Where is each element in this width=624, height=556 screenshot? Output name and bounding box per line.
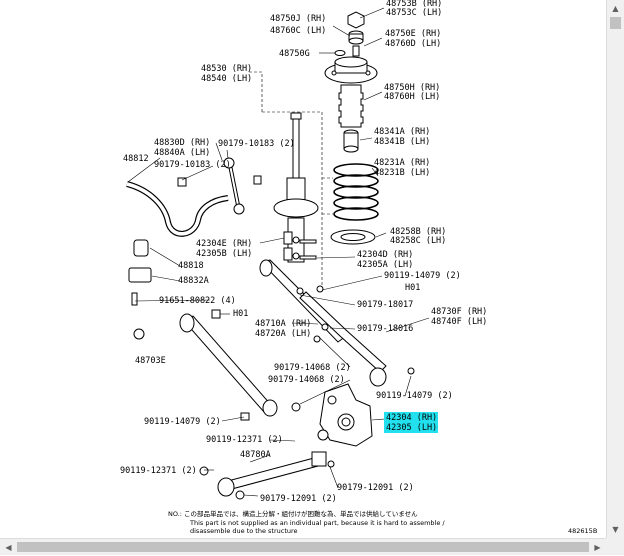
label-48540[interactable]: 48540 (LH) <box>201 74 252 84</box>
scroll-up-icon[interactable]: ▲ <box>612 4 619 13</box>
label-90179-18016[interactable]: 90179-18016 <box>357 324 413 334</box>
label-90179-14068-b[interactable]: 90179-14068 (2) <box>268 375 345 385</box>
figure-code: 482615B <box>568 527 597 535</box>
label-90119-14079-b[interactable]: 90119-14079 (2) <box>376 391 453 401</box>
label-48812[interactable]: 48812 <box>123 154 149 164</box>
label-90119-14079-c[interactable]: 90119-14079 (2) <box>144 417 221 427</box>
label-48750h[interactable]: 48750H (RH) <box>384 83 440 93</box>
label-h01-a[interactable]: H01 <box>405 283 420 293</box>
label-48258b[interactable]: 48258B (RH) <box>390 227 446 237</box>
stabilizer-bar <box>126 157 262 306</box>
label-48830d[interactable]: 48830D (RH) <box>154 138 210 148</box>
label-90119-12371-b[interactable]: 90119-12371 (2) <box>120 466 197 476</box>
label-48760c[interactable]: 48760C (LH) <box>270 26 326 36</box>
note-line-3: disassemble due to the structure <box>190 527 298 535</box>
scrollbar-corner <box>606 538 624 555</box>
label-90119-12371-a[interactable]: 90119-12371 (2) <box>206 435 283 445</box>
label-90179-12091-b[interactable]: 90179-12091 (2) <box>260 494 337 504</box>
label-90179-12091-a[interactable]: 90179-12091 (2) <box>337 483 414 493</box>
part-labels: 48753B (RH) 48753C (LH) 48750J (RH) 4876… <box>120 0 487 504</box>
label-48740f[interactable]: 48740F (LH) <box>431 317 487 327</box>
label-42305a[interactable]: 42305A (LH) <box>357 260 413 270</box>
label-48231b[interactable]: 48231B (LH) <box>374 168 430 178</box>
label-42305b[interactable]: 42305B (LH) <box>196 249 252 259</box>
label-h01-b[interactable]: H01 <box>233 309 248 319</box>
label-48710a[interactable]: 48710A (RH) <box>255 319 311 329</box>
label-90179-10183-a[interactable]: 90179-10183 (2) <box>218 139 295 149</box>
note-line-2: This part is not supplied as an individu… <box>189 519 445 527</box>
leader-lines <box>127 7 430 497</box>
label-48753b[interactable]: 48753B (RH) <box>386 0 442 9</box>
label-48231a[interactable]: 48231A (RH) <box>374 158 430 168</box>
label-48832a[interactable]: 48832A <box>178 276 209 286</box>
label-48818[interactable]: 48818 <box>178 261 204 271</box>
label-90179-10183-b[interactable]: 90179-10183 (2) <box>154 160 231 170</box>
note-line-1: NO.: この部品単品では、構造上分解・組付けが困難な為、単品では供給していませ… <box>168 509 418 518</box>
horizontal-scroll-thumb[interactable] <box>17 542 589 552</box>
strut-mount-group <box>324 11 378 153</box>
rear-axle-carrier <box>291 383 373 447</box>
label-42304[interactable]: 42304 (RH) <box>386 413 437 423</box>
footnote: NO.: この部品単品では、構造上分解・組付けが困難な為、単品では供給していませ… <box>168 509 597 535</box>
label-90179-18017[interactable]: 90179-18017 <box>357 300 413 310</box>
label-48750j[interactable]: 48750J (RH) <box>270 14 326 24</box>
horizontal-scrollbar[interactable]: ◀ ▶ <box>0 538 606 555</box>
label-42305[interactable]: 42305 (LH) <box>386 423 437 433</box>
spring-insulator <box>330 229 376 245</box>
label-48720a[interactable]: 48720A (LH) <box>255 329 311 339</box>
vertical-scroll-thumb[interactable] <box>610 17 621 29</box>
label-48750g[interactable]: 48750G <box>279 49 310 59</box>
label-42304d[interactable]: 42304D (RH) <box>357 250 413 260</box>
label-48780a[interactable]: 48780A <box>240 450 271 460</box>
label-48760h[interactable]: 48760H (LH) <box>384 92 440 102</box>
scroll-left-icon[interactable]: ◀ <box>5 543 12 552</box>
label-42304e[interactable]: 42304E (RH) <box>196 239 252 249</box>
selected-part-highlight <box>384 412 438 433</box>
label-90179-14068-a[interactable]: 90179-14068 (2) <box>274 363 351 373</box>
label-48750e[interactable]: 48750E (RH) <box>385 29 441 39</box>
strut-rod <box>199 451 335 500</box>
label-48703e[interactable]: 48703E <box>135 356 166 366</box>
label-48840a[interactable]: 48840A (LH) <box>154 148 210 158</box>
label-91651-80822[interactable]: 91651-80822 (4) <box>159 296 236 306</box>
label-48760d[interactable]: 48760D (LH) <box>385 39 441 49</box>
label-48258c[interactable]: 48258C (LH) <box>390 236 446 246</box>
upper-arm <box>259 259 415 387</box>
parts-diagram: 48753B (RH) 48753C (LH) 48750J (RH) 4876… <box>120 0 597 535</box>
scroll-down-icon[interactable]: ▼ <box>612 525 619 534</box>
label-48730f[interactable]: 48730F (RH) <box>431 307 487 317</box>
lower-arm <box>133 309 278 421</box>
label-48753c[interactable]: 48753C (LH) <box>386 8 442 18</box>
label-48530[interactable]: 48530 (RH) <box>201 64 252 74</box>
label-90119-14079-a[interactable]: 90119-14079 (2) <box>384 271 461 281</box>
coil-spring <box>333 163 379 221</box>
label-48341b[interactable]: 48341B (LH) <box>374 137 430 147</box>
vertical-scrollbar[interactable]: ▲ ▼ <box>606 0 624 538</box>
scroll-right-icon[interactable]: ▶ <box>594 543 601 552</box>
shock-absorber-strut <box>273 112 319 263</box>
label-48341a[interactable]: 48341A (RH) <box>374 127 430 137</box>
